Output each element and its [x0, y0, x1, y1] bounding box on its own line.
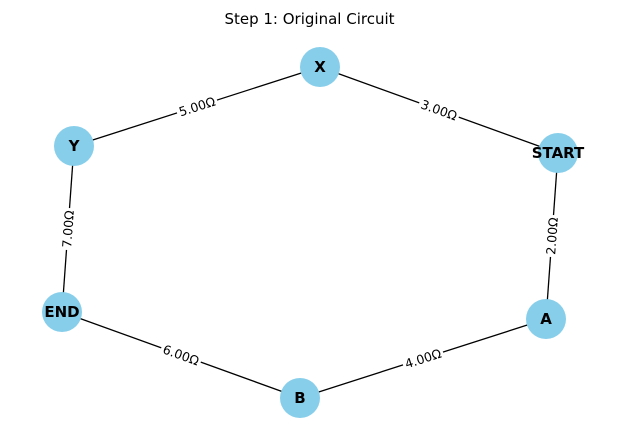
edge-resistance-label: 2.00Ω — [543, 216, 561, 255]
edge-labels-layer: 5.00Ω 3.00Ω 2.00Ω 4.00Ω 6.00Ω 7.00Ω — [58, 92, 562, 373]
node-label: START — [532, 144, 585, 162]
edge-resistance-label: 6.00Ω — [161, 342, 202, 369]
node-label: B — [294, 389, 305, 407]
node-circle — [42, 292, 82, 332]
node-circle — [526, 299, 566, 339]
node-circle — [300, 47, 340, 87]
node-x: X — [300, 47, 340, 87]
edge-label-group: 5.00Ω — [174, 92, 220, 121]
edge-label-background — [174, 92, 220, 121]
edge-label-background — [416, 95, 462, 125]
edge-resistance-label: 4.00Ω — [403, 346, 444, 372]
node-b: B — [280, 378, 320, 418]
edge-label-group: 6.00Ω — [158, 340, 204, 370]
node-label: A — [540, 310, 552, 328]
edge-label-background — [158, 340, 204, 370]
node-end: END — [42, 292, 82, 332]
edge-label-group: 7.00Ω — [58, 207, 78, 251]
edge-label-background — [400, 344, 446, 373]
edge-label-group: 2.00Ω — [542, 214, 562, 258]
node-circle — [54, 126, 94, 166]
diagram-title: Step 1: Original Circuit — [224, 10, 394, 28]
edge-resistance-label: 7.00Ω — [59, 209, 77, 248]
nodes-layer: X Y START A B END — [42, 47, 585, 418]
edges-layer — [61, 66, 559, 399]
node-circle — [280, 378, 320, 418]
node-y: Y — [54, 126, 94, 166]
node-label: X — [314, 58, 326, 76]
node-circle — [538, 133, 578, 173]
edge-label-background — [542, 214, 562, 258]
edge-resistance-label: 5.00Ω — [177, 94, 218, 120]
edge-resistance-label: 3.00Ω — [419, 97, 460, 124]
edge-label-group: 4.00Ω — [400, 344, 446, 373]
edge-label-group: 3.00Ω — [416, 95, 462, 125]
node-label: Y — [68, 137, 81, 155]
edge-label-background — [58, 207, 78, 251]
node-a: A — [526, 299, 566, 339]
node-start: START — [532, 133, 585, 173]
node-label: END — [44, 303, 79, 321]
